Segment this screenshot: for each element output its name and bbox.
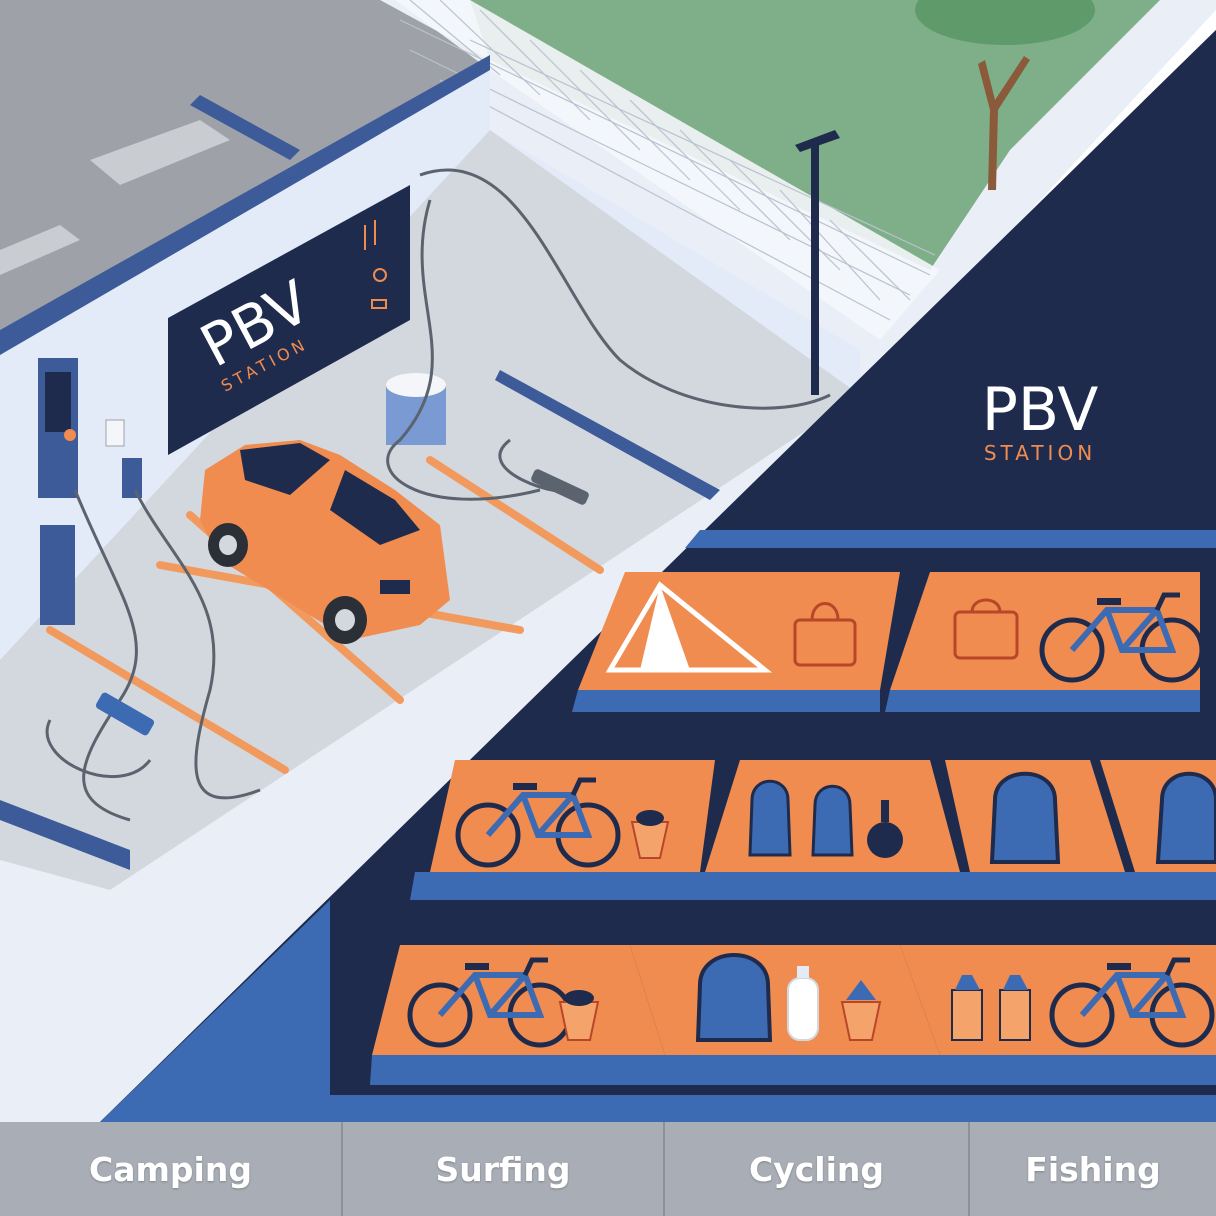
gas-canister-icon	[787, 966, 819, 1041]
lamp-post-icon	[795, 130, 840, 395]
backpack-icon	[695, 953, 773, 1042]
garage-wall-top	[0, 55, 490, 355]
road	[0, 0, 490, 330]
bag-icon	[953, 598, 1019, 660]
road-marking	[0, 225, 80, 275]
charging-cables	[45, 168, 831, 822]
lantern-icon	[867, 800, 903, 858]
car-icon	[200, 440, 450, 644]
tab-fishing[interactable]: Fishing	[1025, 1149, 1161, 1189]
ev-charger-icon	[38, 358, 142, 625]
parking-curb	[495, 370, 720, 500]
backpack-icon	[951, 975, 983, 1041]
store-sign-subtitle: STATION	[984, 441, 1096, 465]
category-tab-bar: Camping Surfing Cycling Fishing	[0, 1122, 1216, 1216]
road-marking	[90, 120, 230, 185]
tree-icon	[915, 0, 1095, 190]
sack-icon	[840, 980, 882, 1041]
wall-sign-left: PBV STATION	[168, 185, 410, 455]
garage-floor	[0, 130, 860, 890]
shelf-band	[685, 530, 1216, 548]
cable-plug	[95, 692, 155, 736]
sack-icon	[558, 990, 600, 1041]
bag-icon	[793, 602, 857, 667]
curb	[190, 95, 300, 160]
sack-icon	[630, 810, 670, 859]
tab-surfing[interactable]: Surfing	[343, 1122, 665, 1216]
backpack-icon	[811, 784, 854, 857]
floor-edge	[0, 800, 130, 870]
tab-cycling[interactable]: Cycling	[665, 1122, 970, 1216]
store-base	[100, 900, 1216, 1122]
backpack-icon	[999, 975, 1031, 1041]
backpack-icon	[1155, 771, 1216, 864]
store-sign-title: PBV	[982, 375, 1099, 445]
tent-icon	[605, 581, 773, 673]
store-sign: PBV STATION	[982, 375, 1099, 465]
backpack-icon	[748, 779, 792, 857]
tab-camping[interactable]: Camping	[0, 1122, 343, 1216]
cable-plug	[531, 469, 589, 505]
backpack-icon	[989, 771, 1061, 864]
bucket	[386, 373, 446, 445]
grass-area	[470, 0, 1160, 270]
